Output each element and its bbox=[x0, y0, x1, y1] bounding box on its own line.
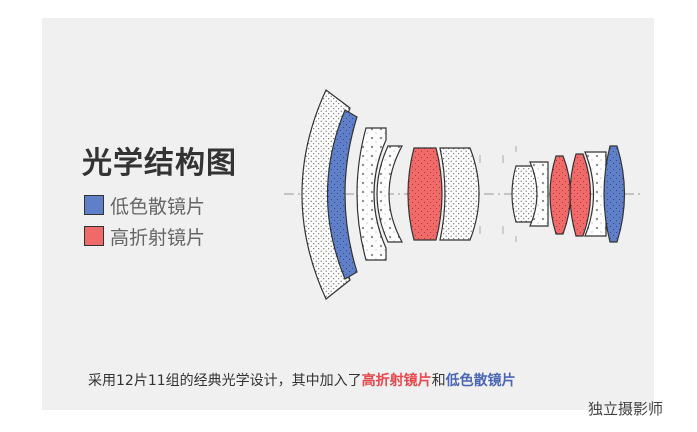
lens-9-high-refraction bbox=[549, 155, 572, 235]
axis-ticks bbox=[479, 146, 517, 242]
legend-item-high-refraction: 高折射镜片 bbox=[84, 225, 206, 249]
lens-6-biconvex bbox=[439, 147, 480, 241]
lens-12-low-dispersion bbox=[603, 145, 626, 243]
watermark-text: 独立摄影师 bbox=[588, 400, 664, 418]
lens-3-meniscus bbox=[356, 127, 387, 261]
legend-label-low-dispersion: 低色散镜片 bbox=[110, 195, 206, 218]
page-title: 光学结构图 bbox=[82, 146, 237, 181]
caption: 采用12片11组的经典光学设计，其中加入了高折射镜片和低色散镜片 bbox=[88, 370, 516, 390]
lens-10-high-refraction bbox=[569, 153, 592, 237]
caption-highlight-high-refraction: 高折射镜片 bbox=[361, 373, 432, 389]
lens-8-small-meniscus bbox=[529, 161, 549, 227]
lens-4-meniscus bbox=[376, 145, 404, 243]
lens-2-low-dispersion bbox=[326, 109, 358, 280]
caption-highlight-low-dispersion: 低色散镜片 bbox=[445, 373, 516, 389]
legend-label-high-refraction: 高折射镜片 bbox=[110, 226, 206, 249]
lens-5-high-refraction bbox=[407, 147, 443, 241]
lens-11-meniscus bbox=[584, 151, 607, 237]
legend-item-low-dispersion: 低色散镜片 bbox=[84, 194, 206, 218]
caption-conjunction: 和 bbox=[431, 373, 446, 389]
legend-swatch-high-refraction bbox=[84, 226, 104, 246]
caption-prefix: 采用12片11组的经典光学设计，其中加入了 bbox=[88, 373, 362, 389]
legend-swatch-low-dispersion bbox=[84, 195, 104, 215]
